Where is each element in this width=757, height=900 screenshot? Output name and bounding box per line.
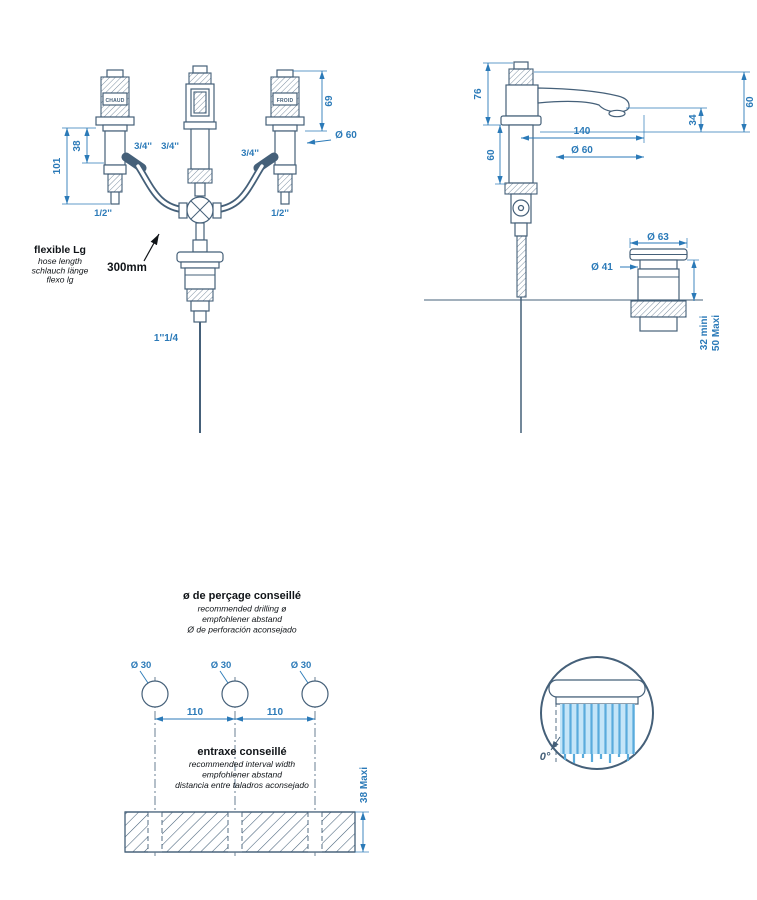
hole-dia-label-1: Ø 30 [131,660,152,671]
side-dimensions: 76 60 140 Ø 60 34 60 [473,62,756,185]
spout-column [183,65,217,197]
label-half-right: 1/2'' [271,208,289,219]
aerator-detail: 0° [540,656,654,770]
flexible-annotation: flexible Lg hose length schlauch länge f… [32,233,160,285]
dim-69: 69 [324,95,335,107]
cold-handle [253,69,305,205]
dim-101: 101 [52,157,63,174]
drilling-holes: Ø 30 Ø 30 Ø 30 110 110 [131,660,329,858]
hose-length-value: 300mm [107,262,147,274]
flexible-es: flexo lg [47,275,74,285]
dim-76: 76 [473,88,484,100]
flexible-title: flexible Lg [34,244,86,256]
hot-handle-label: CHAUD [105,98,124,104]
dim-50-maxi: 50 Maxi [711,315,722,351]
spacing-label-2: 110 [267,707,284,718]
pop-up-waste-front [176,251,224,433]
angle-label: 0° [540,751,551,763]
dim-dia63: Ø 63 [647,232,669,243]
dim-32-mini: 32 mini [699,316,710,351]
dim-dia60-side: Ø 60 [571,145,593,156]
tee-fitting [178,196,222,253]
hot-handle [95,69,147,205]
drilling-diagram: ø de perçage conseillé recommended drill… [124,590,370,858]
dim-38-maxi: 38 Maxi [359,767,370,803]
interval-es: distancia entre taladros aconsejado [175,780,309,790]
front-view: CHAUD FROID [32,65,357,433]
counter-section-bar [124,811,356,853]
dim-60-column: 60 [486,149,497,161]
drill-sub-de: empfohlener abstand [202,614,282,624]
dim-140: 140 [574,126,591,137]
interval-title: entraxe conseillé [197,746,286,758]
drill-sub-es: Ø de perforación aconsejado [186,625,296,635]
cold-handle-label: FROID [277,98,294,104]
water-stream-tips [563,754,630,763]
front-dimensions: 101 38 69 Ø 60 3/4'' 3/4'' 3/4'' 1/2'' 1… [52,70,357,344]
pop-up-waste-side [629,248,688,332]
label-three-quarter-left: 3/4'' [134,141,152,152]
drain-size-label: 1''1/4 [154,333,179,344]
flexible-en: hose length [38,256,82,266]
spacing-label-1: 110 [187,707,204,718]
dim-38: 38 [72,140,83,152]
dim-60-spout: 60 [745,96,756,108]
flexible-de: schlauch länge [32,266,89,276]
dim-dia41: Ø 41 [591,262,613,273]
drain-dimensions: Ø 63 Ø 41 32 mini 50 Maxi [591,232,722,351]
interval-de: empfohlener abstand [202,770,282,780]
label-three-quarter-right: 3/4'' [241,148,259,159]
side-view: 76 60 140 Ø 60 34 60 Ø 63 Ø 41 32 mini 5… [424,61,756,433]
drill-sub-en: recommended drilling ø [198,604,287,614]
dim-34: 34 [688,114,699,126]
drill-title: ø de perçage conseillé [183,590,301,602]
hole-dia-label-3: Ø 30 [291,660,312,671]
faucet-side [424,61,703,433]
interval-en: recommended interval width [189,759,296,769]
interval-title-block: entraxe conseillé recommended interval w… [175,746,309,790]
dim-dia60-front: Ø 60 [335,130,357,141]
hole-dia-label-2: Ø 30 [211,660,232,671]
drilling-title-block: ø de perçage conseillé recommended drill… [183,590,301,635]
label-three-quarter-center: 3/4'' [161,141,179,152]
label-half-left: 1/2'' [94,208,112,219]
thickness-dimension: 38 Maxi [355,767,370,853]
